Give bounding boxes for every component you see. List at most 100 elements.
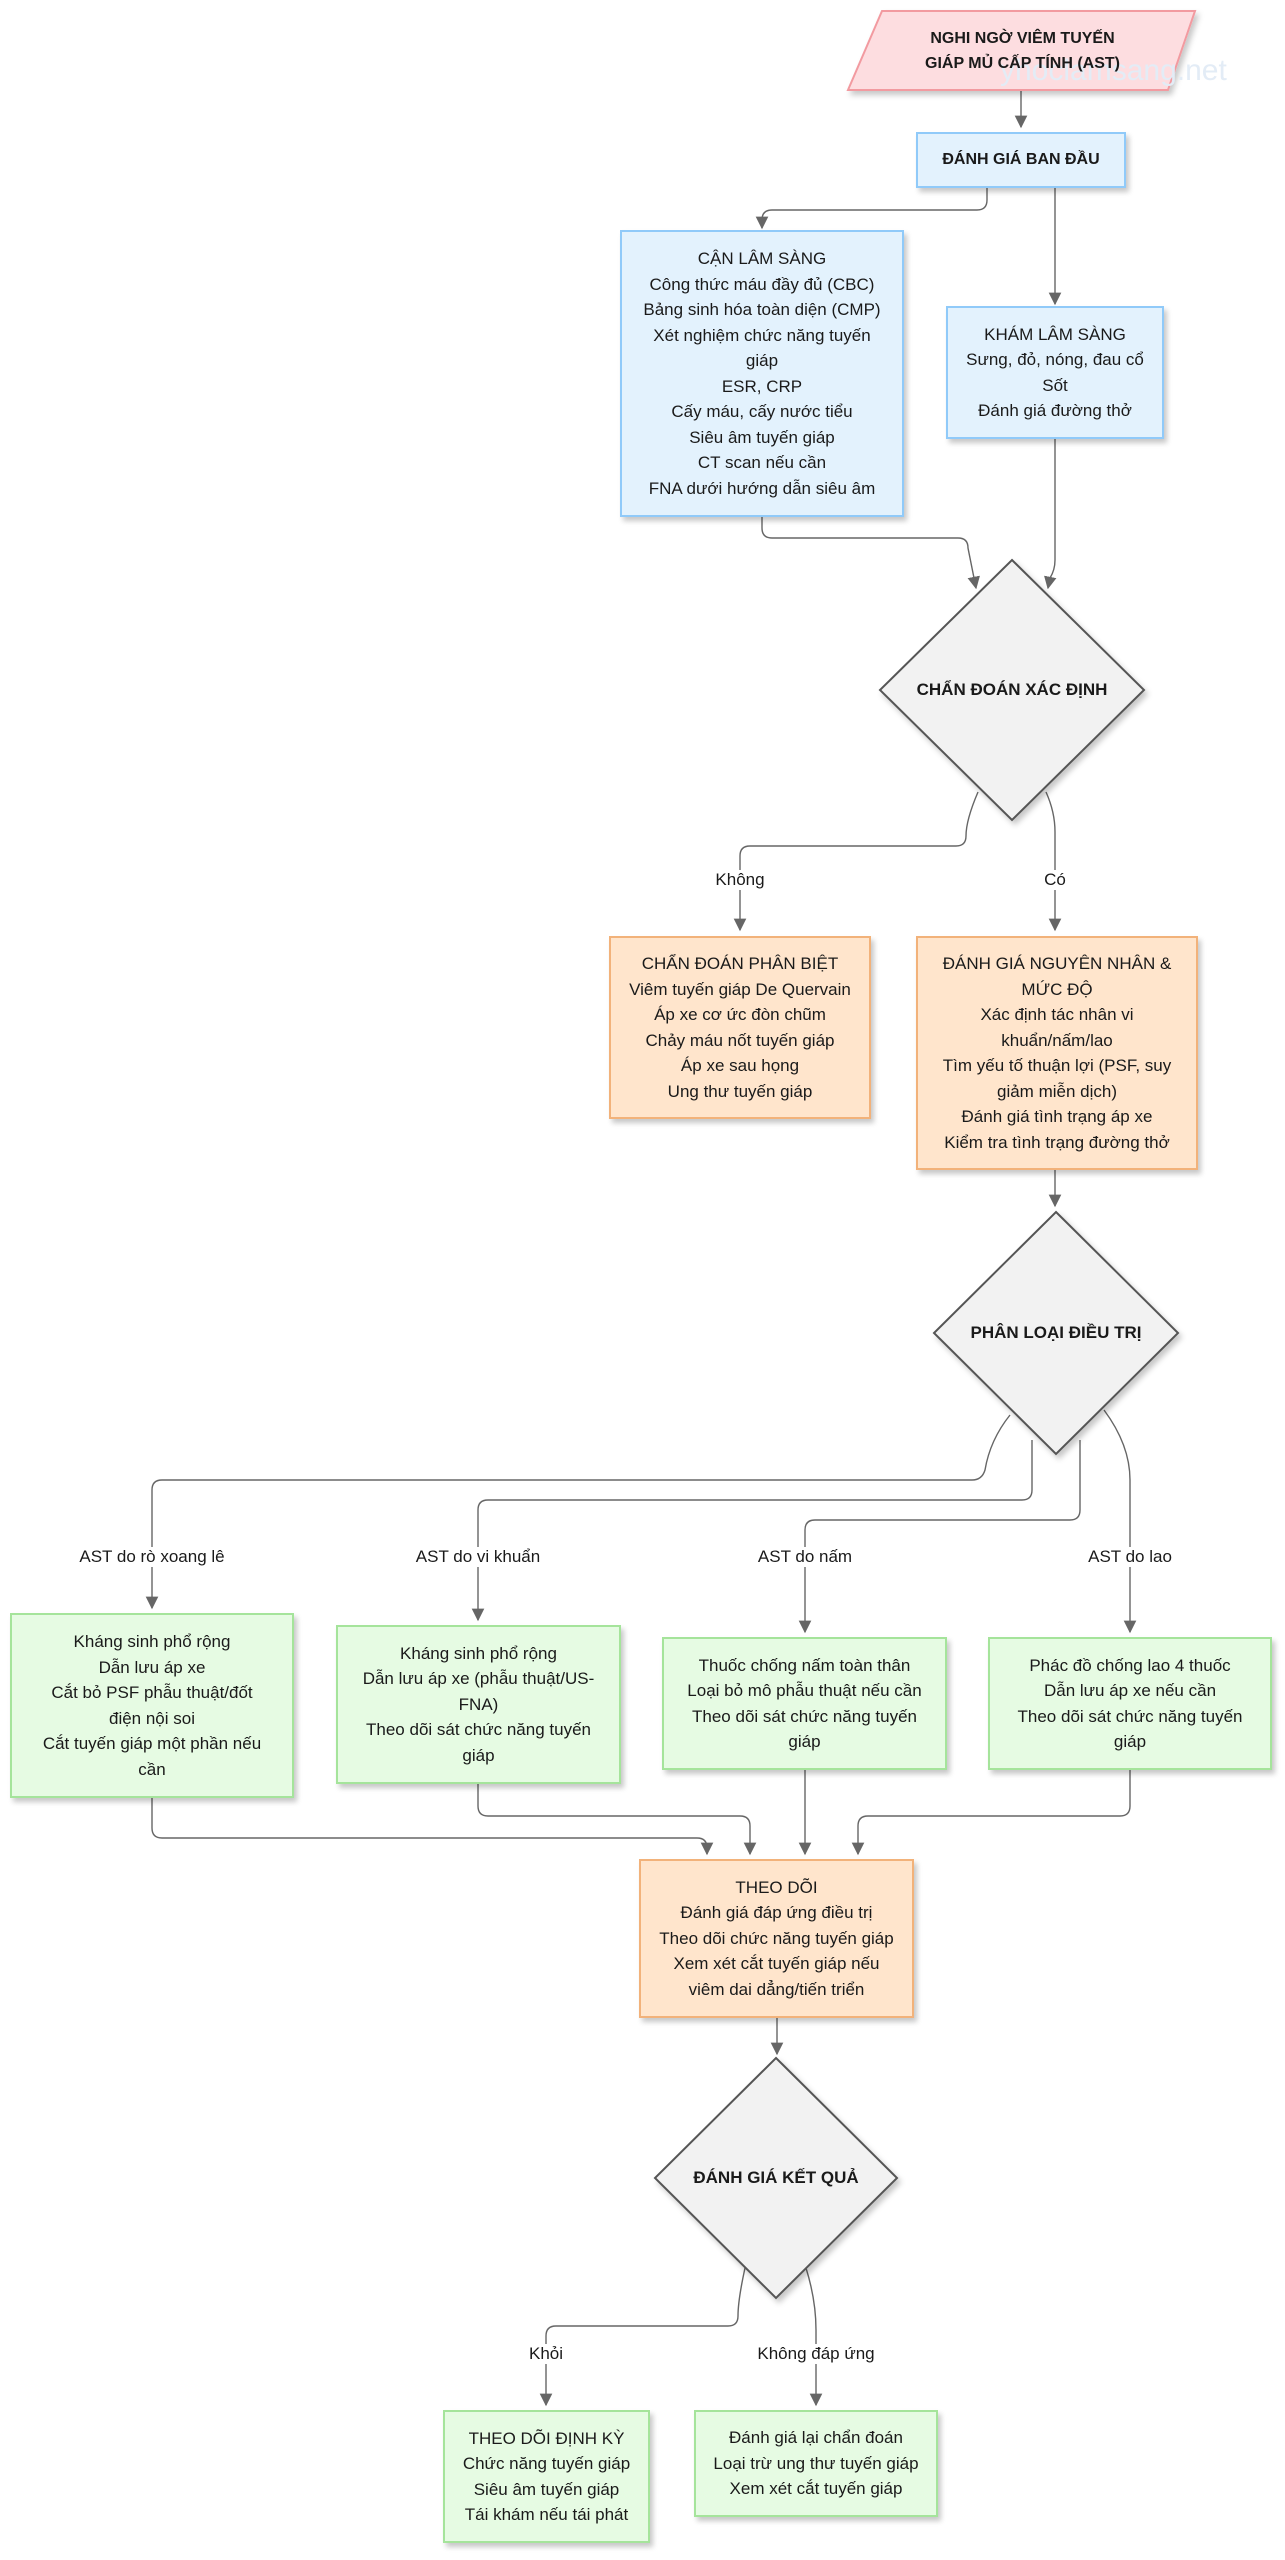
pyriform-line-5: cần bbox=[138, 1759, 166, 1779]
outcome-line-0: ĐÁNH GIÁ KẾT QUẢ bbox=[693, 2168, 859, 2187]
followup-line-1: Đánh giá đáp ứng điều trị bbox=[680, 1903, 873, 1923]
pyriform-line-4: Cắt tuyến giáp một phần nếu bbox=[42, 1734, 262, 1753]
lab-tests-box: CẬN LÂM SÀNG Công thức máu đầy đủ (CBC) Bả… bbox=[620, 230, 904, 517]
fungal-line-3: giáp bbox=[788, 1732, 821, 1751]
edge-lab-diagnosis bbox=[761, 517, 980, 590]
classify-diamond bbox=[932, 1210, 1180, 1456]
periodic-line-2: Siêu âm tuyến giáp bbox=[473, 2479, 620, 2499]
periodic-line-1: Chức năng tuyến giáp bbox=[462, 2454, 631, 2473]
fungal-line-2: Theo dõi sát chức năng tuyến bbox=[692, 1706, 917, 1726]
etiology-line-6: Đánh giá tình trạng áp xe bbox=[961, 1107, 1153, 1126]
lab-line-2: Bảng sinh hóa toàn diện (CMP) bbox=[643, 300, 881, 319]
watermark: yhoclamsang.net bbox=[1000, 54, 1227, 87]
edges bbox=[145, 90, 1137, 2407]
edge-classify-bacterial bbox=[471, 1440, 1033, 1622]
edge-label-pyriform: AST do rò xoang lê bbox=[76, 1547, 228, 1567]
lab-line-0: CẬN LÂM SÀNG bbox=[697, 249, 827, 268]
classify-line-0: PHÂN LOẠI ĐIỀU TRỊ bbox=[970, 1323, 1142, 1342]
etiology-line-3: khuẩn/nấm/lao bbox=[1001, 1030, 1113, 1050]
initial-line-0: ĐÁNH GIÁ BAN ĐẦU bbox=[942, 151, 1100, 169]
followup-line-4: viêm dai dẳng/tiến triển bbox=[688, 1979, 865, 1999]
bacterial-line-3: Theo dõi sát chức năng tuyến bbox=[366, 1720, 591, 1740]
followup-line-3: Xem xét cắt tuyến giáp nếu bbox=[673, 1954, 880, 1974]
start-shape bbox=[846, 10, 1197, 91]
edge-diagnosis-differential bbox=[733, 791, 979, 932]
fungal-line-1: Loại bỏ mô phẫu thuật nếu cần bbox=[687, 1681, 922, 1700]
bacterial-line-4: giáp bbox=[462, 1745, 495, 1765]
differential-line-4: Áp xe sau họng bbox=[680, 1056, 800, 1075]
edge-label-cured: Khỏi bbox=[525, 2344, 567, 2364]
start-text: NGHI NGỜ VIÊM TUYẾN GIÁP MỦ CẤP TÍNH (AST… bbox=[880, 16, 1165, 86]
tb-line-0: Phác đồ chống lao 4 thuốc bbox=[1029, 1655, 1231, 1675]
edge-label-no: Không bbox=[712, 870, 768, 890]
clinical-line-0: KHÁM LÂM SÀNG bbox=[984, 324, 1126, 344]
clinical-line-3: Đánh giá đường thở bbox=[978, 401, 1132, 420]
edge-pyriform-followup bbox=[151, 1798, 714, 1856]
outcome-diamond bbox=[653, 2056, 899, 2300]
edge-clinical-diagnosis bbox=[1044, 439, 1057, 590]
etiology-line-1: MỨC ĐỘ bbox=[1021, 979, 1093, 999]
edge-label-tb: AST do lao bbox=[1085, 1547, 1175, 1567]
reassess-line-2: Xem xét cắt tuyến giáp bbox=[729, 2479, 903, 2499]
followup-line-2: Theo dõi chức năng tuyến giáp bbox=[659, 1928, 894, 1948]
diagnosis-diamond bbox=[878, 558, 1146, 822]
lab-line-3: Xét nghiệm chức năng tuyến bbox=[653, 325, 871, 345]
periodic-line-0: THEO DÕI ĐỊNH KỲ bbox=[468, 2428, 625, 2448]
lab-line-6: Cấy máu, cấy nước tiểu bbox=[671, 402, 853, 421]
bacterial-line-2: FNA) bbox=[458, 1694, 499, 1714]
clinical-line-2: Sốt bbox=[1042, 375, 1068, 395]
tb-line-3: giáp bbox=[1113, 1732, 1147, 1751]
differential-line-3: Chảy máu nốt tuyến giáp bbox=[645, 1030, 835, 1050]
start-line-1: GIÁP MỦ CẤP TÍNH (AST) bbox=[925, 55, 1120, 72]
initial-assessment-box: ĐÁNH GIÁ BAN ĐẦU bbox=[916, 132, 1126, 188]
lab-line-9: FNA dưới hướng dẫn siêu âm bbox=[648, 478, 876, 498]
tb-line-2: Theo dõi sát chức năng tuyến bbox=[1017, 1706, 1243, 1726]
edge-outcome-periodic bbox=[539, 2267, 746, 2407]
reassess-line-0: Đánh giá lại chẩn đoán bbox=[729, 2428, 903, 2448]
etiology-line-7: Kiểm tra tình trạng đường thở bbox=[944, 1132, 1170, 1152]
lab-line-4: giáp bbox=[745, 351, 779, 370]
differential-box: CHẨN ĐOÁN PHÂN BIỆT Viêm tuyến giáp De Qu… bbox=[609, 936, 871, 1119]
clinical-line-1: Sưng, đỏ, nóng, đau cổ bbox=[966, 350, 1144, 369]
etiology-line-5: giảm miễn dịch) bbox=[997, 1081, 1117, 1101]
edge-diagnosis-etiology bbox=[1045, 791, 1062, 932]
differential-line-5: Ung thư tuyến giáp bbox=[667, 1081, 813, 1101]
classify-text: PHÂN LOẠI ĐIỀU TRỊ bbox=[934, 1303, 1178, 1363]
pyriform-line-1: Dẫn lưu áp xe bbox=[98, 1657, 206, 1677]
etiology-line-0: ĐÁNH GIÁ NGUYÊN NHÂN & bbox=[942, 954, 1172, 973]
differential-line-2: Áp xe cơ ức đòn chũm bbox=[654, 1005, 826, 1024]
differential-line-1: Viêm tuyến giáp De Quervain bbox=[629, 979, 851, 999]
lab-line-8: CT scan nếu cần bbox=[697, 453, 827, 472]
edge-label-yes: Có bbox=[1041, 870, 1069, 890]
fungal-line-0: Thuốc chống nấm toàn thân bbox=[698, 1655, 911, 1675]
lab-line-1: Công thức máu đầy đủ (CBC) bbox=[649, 274, 875, 294]
edge-classify-pyriform bbox=[145, 1414, 1011, 1610]
etiology-line-2: Xác định tác nhân vi bbox=[980, 1005, 1134, 1024]
reassess-line-1: Loại trừ ung thư tuyến giáp bbox=[713, 2453, 919, 2473]
bacterial-line-1: Dẫn lưu áp xe (phẫu thuật/US- bbox=[362, 1669, 595, 1689]
etiology-box: ĐÁNH GIÁ NGUYÊN NHÂN & MỨC ĐỘ Xác định tác… bbox=[916, 936, 1198, 1170]
etiology-line-4: Tìm yếu tố thuận lợi (PSF, suy bbox=[942, 1056, 1172, 1075]
edge-bacterial-followup bbox=[477, 1784, 757, 1856]
tb-line-1: Dẫn lưu áp xe nếu cần bbox=[1043, 1681, 1217, 1700]
diagnosis-line-0: CHẨN ĐOÁN XÁC ĐỊNH bbox=[916, 680, 1108, 699]
edge-tb-followup bbox=[851, 1770, 1131, 1856]
pyriform-line-2: Cắt bỏ PSF phẫu thuật/đốt bbox=[51, 1683, 253, 1702]
start-line-0: NGHI NGỜ VIÊM TUYẾN bbox=[930, 30, 1115, 47]
lab-line-5: ESR, CRP bbox=[721, 376, 803, 396]
edge-classify-fungal bbox=[798, 1440, 1081, 1634]
bacterial-line-0: Kháng sinh phổ rộng bbox=[400, 1643, 557, 1663]
outcome-text: ĐÁNH GIÁ KẾT QUẢ bbox=[655, 2148, 897, 2208]
edge-label-fungal: AST do nấm bbox=[754, 1547, 856, 1567]
periodic-line-3: Tái khám nếu tái phát bbox=[464, 2505, 629, 2524]
differential-line-0: CHẨN ĐOÁN PHÂN BIỆT bbox=[641, 954, 839, 973]
pyriform-line-0: Kháng sinh phổ rộng bbox=[73, 1632, 231, 1651]
